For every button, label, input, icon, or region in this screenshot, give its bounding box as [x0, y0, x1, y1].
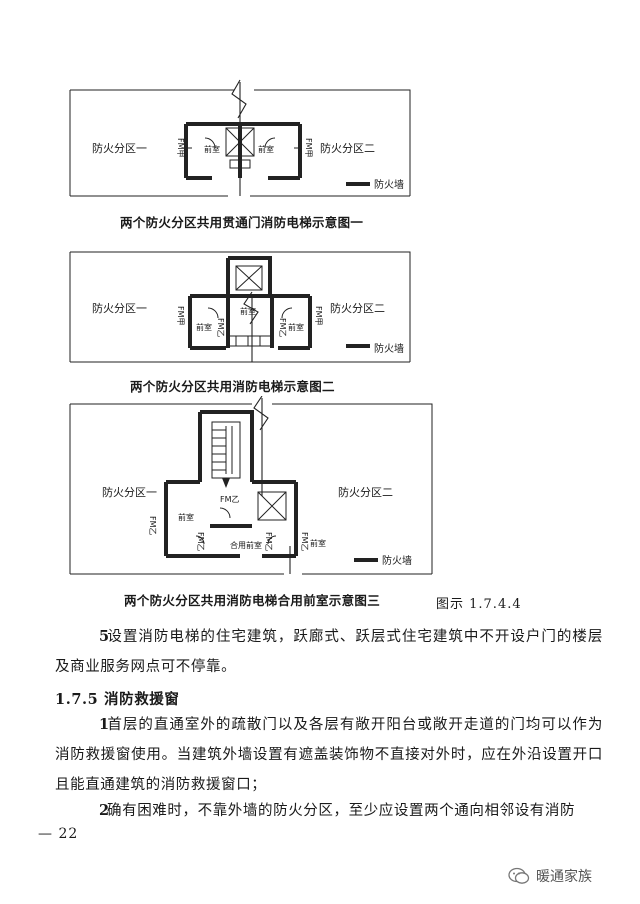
- fig2-room-mid: 前室: [240, 306, 256, 316]
- figure-3-drawing: 防火分区一 防火分区二 FM乙 FM乙 FM乙 FM乙 FM乙 前室 合用前室 …: [69, 396, 433, 575]
- item-5-number: 5: [99, 628, 110, 645]
- fig2-legend: 防火墙: [374, 342, 404, 355]
- fig1-room-left: 前室: [204, 144, 220, 154]
- item-1-text: 首层的直通室外的疏散门以及各层有敞开阳台或敞开走道的门均可以作为消防救援窗使用。…: [55, 717, 603, 793]
- fig2-door-b: FM甲: [314, 306, 323, 326]
- fig1-door-b: FM甲: [304, 138, 313, 158]
- item-5-text: 设置消防电梯的住宅建筑，跃廊式、跃层式住宅建筑中不开设户门的楼层及商业服务网点可…: [55, 629, 603, 675]
- fig1-zone-right: 防火分区二: [320, 141, 375, 155]
- figure-3-caption: 两个防火分区共用消防电梯合用前室示意图三: [124, 593, 381, 608]
- fig3-legend: 防火墙: [382, 554, 412, 567]
- fig2-room-right: 前室: [288, 322, 304, 332]
- fig2-door-c: FM乙: [216, 318, 225, 338]
- fig1-legend: 防火墙: [374, 178, 404, 191]
- fig3-door-d: FM乙: [300, 532, 309, 552]
- fig2-zone-right: 防火分区二: [330, 301, 385, 315]
- fig2-zone-left: 防火分区一: [92, 301, 147, 315]
- fig3-room-combined: 合用前室: [230, 540, 262, 550]
- item-2-number: 2: [99, 802, 110, 819]
- fig3-door-stair: FM乙: [220, 495, 240, 504]
- figure-1-drawing: 防火分区一 防火分区二 FM甲 FM甲 前室 前室 防火墙: [69, 79, 411, 197]
- figure-1-caption: 两个防火分区共用贯通门消防电梯示意图一: [120, 215, 364, 230]
- fig3-door-c: FM乙: [264, 532, 273, 552]
- fig2-room-left: 前室: [196, 322, 212, 332]
- fig1-room-right: 前室: [258, 144, 274, 154]
- watermark: 暖通家族: [508, 866, 592, 886]
- fig3-zone-right: 防火分区二: [338, 485, 393, 499]
- item-1-paragraph: 1首层的直通室外的疏散门以及各层有敞开阳台或敞开走道的门均可以作为消防救援窗使用…: [55, 710, 603, 800]
- fig3-room-left: 前室: [178, 512, 194, 522]
- item-2-text: 确有困难时，不靠外墙的防火分区，至少应设置两个通向相邻设有消防: [107, 803, 576, 819]
- fig2-door-d: FM乙: [278, 318, 287, 338]
- fig3-zone-left: 防火分区一: [102, 485, 157, 499]
- item-2-paragraph: 2确有困难时，不靠外墙的防火分区，至少应设置两个通向相邻设有消防: [55, 796, 603, 826]
- fig3-door-a: FM乙: [148, 516, 157, 536]
- figure-2-drawing: 防火分区一 防火分区二 FM甲 FM甲 FM乙 FM乙 前室 前室 前室 防火墙: [69, 251, 411, 363]
- figure-number: 图示 1.7.4.4: [436, 597, 522, 612]
- wechat-icon: [508, 867, 530, 884]
- watermark-text: 暖通家族: [536, 869, 592, 885]
- item-5-paragraph: 5设置消防电梯的住宅建筑，跃廊式、跃层式住宅建筑中不开设户门的楼层及商业服务网点…: [55, 622, 603, 682]
- item-1-number: 1: [99, 716, 110, 733]
- fig1-zone-left: 防火分区一: [92, 141, 147, 155]
- fig3-door-b: FM乙: [196, 532, 205, 552]
- fig2-door-a: FM甲: [176, 306, 185, 326]
- fig3-room-right: 前室: [310, 538, 326, 548]
- page-number: — 22: [38, 826, 79, 842]
- fig1-door-a: FM甲: [176, 138, 185, 158]
- figure-2-caption: 两个防火分区共用消防电梯示意图二: [130, 379, 335, 394]
- section-title: 1.7.5 消防救援窗: [55, 691, 180, 708]
